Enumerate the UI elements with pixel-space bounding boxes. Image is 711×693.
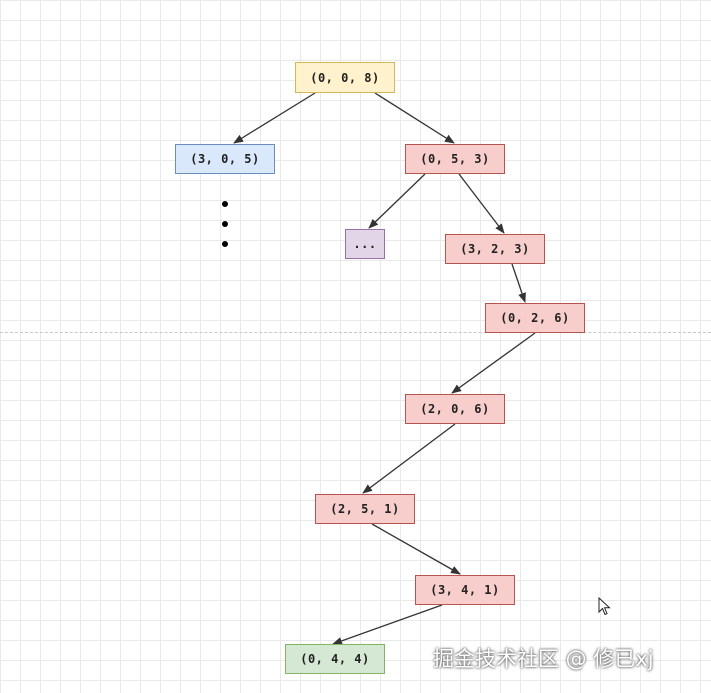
node-0-2-6[interactable]: (0, 2, 6)	[485, 303, 585, 333]
edge-323-026	[511, 263, 526, 303]
node-2-0-6[interactable]: (2, 0, 6)	[405, 394, 505, 424]
edge-206-251	[362, 423, 456, 494]
node-3-0-5[interactable]: (3, 0, 5)	[175, 144, 275, 174]
node-0-5-3[interactable]: (0, 5, 3)	[405, 144, 505, 174]
node-0-0-8[interactable]: (0, 0, 8)	[295, 62, 395, 93]
page-break-line	[0, 332, 711, 333]
edge-053-323	[458, 173, 505, 234]
edge-008-053	[374, 92, 455, 144]
edge-008-305	[233, 92, 316, 144]
node-3-4-1[interactable]: (3, 4, 1)	[415, 575, 515, 605]
node-ellipsis[interactable]: ...	[345, 229, 385, 259]
watermark: 掘金技术社区 @ 修已xj	[433, 647, 654, 671]
edge-341-044	[332, 604, 443, 645]
edge-053-more	[368, 173, 426, 229]
edge-026-206	[451, 332, 536, 394]
node-2-5-1[interactable]: (2, 5, 1)	[315, 494, 415, 524]
node-3-2-3[interactable]: (3, 2, 3)	[445, 234, 545, 264]
node-0-4-4[interactable]: (0, 4, 4)	[285, 644, 385, 674]
mouse-cursor-icon	[598, 596, 612, 621]
edge-251-341	[371, 523, 461, 575]
